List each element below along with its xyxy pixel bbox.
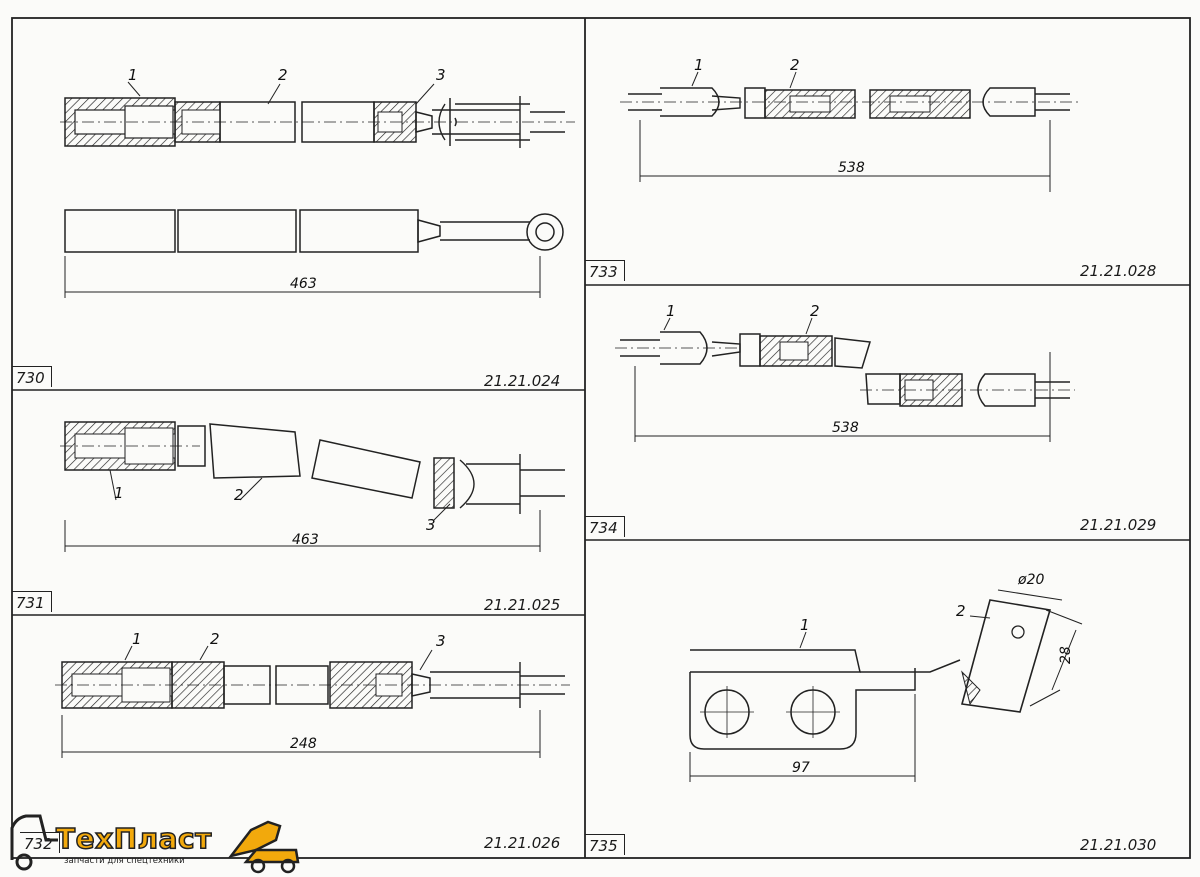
panel-number-731: 731	[12, 591, 52, 612]
panel-number-733: 733	[585, 260, 625, 281]
logo-wordmark: ТехПласт	[55, 821, 212, 856]
panel-code-731: 21.21.025	[484, 596, 561, 614]
drawing-731-section	[60, 421, 565, 552]
callout-732-1: 1	[132, 630, 142, 648]
panel-code-735: 21.21.030	[1080, 836, 1157, 854]
dimension-733: 538	[838, 160, 865, 176]
callout-730-1: 1	[128, 66, 138, 84]
techplast-logo-icon	[10, 814, 300, 874]
callout-730-2: 2	[278, 66, 288, 84]
panel-number-735: 735	[585, 834, 625, 855]
dimension-730: 463	[290, 276, 317, 292]
callout-731-3: 3	[426, 516, 436, 534]
drawing-732-section	[55, 645, 570, 758]
callout-733-2: 2	[790, 56, 800, 74]
panel-number-730: 730	[12, 366, 52, 387]
logo-tagline: запчасти для спецтехники	[64, 856, 185, 866]
panel-code-733: 21.21.028	[1080, 262, 1157, 280]
callout-733-1: 1	[694, 56, 704, 74]
callout-734-1: 1	[666, 302, 676, 320]
callout-735-1: 1	[800, 616, 810, 634]
panel-code-732: 21.21.026	[484, 834, 561, 852]
drawing-735-section	[689, 589, 1083, 782]
panel-number-734: 734	[585, 516, 625, 537]
dimension-735: 97	[792, 760, 810, 776]
callout-731-1: 1	[114, 484, 124, 502]
callout-732-2: 2	[210, 630, 220, 648]
callout-731-2: 2	[234, 486, 244, 504]
dimension-731: 463	[292, 532, 319, 548]
dimension-735-height: 28	[1058, 646, 1074, 664]
callout-730-3: 3	[436, 66, 446, 84]
panel-code-730: 21.21.024	[484, 372, 561, 390]
drawing-734-section	[615, 317, 1075, 442]
callout-734-2: 2	[810, 302, 820, 320]
dimension-735-diameter: ø20	[1017, 572, 1044, 588]
drawing-730-section	[60, 81, 575, 298]
panel-code-734: 21.21.029	[1080, 516, 1157, 534]
dimension-732: 248	[290, 736, 317, 752]
callout-732-3: 3	[436, 632, 446, 650]
callout-735-2: 2	[956, 602, 966, 620]
dimension-734: 538	[832, 420, 859, 436]
drawing-733-section	[620, 71, 1080, 192]
